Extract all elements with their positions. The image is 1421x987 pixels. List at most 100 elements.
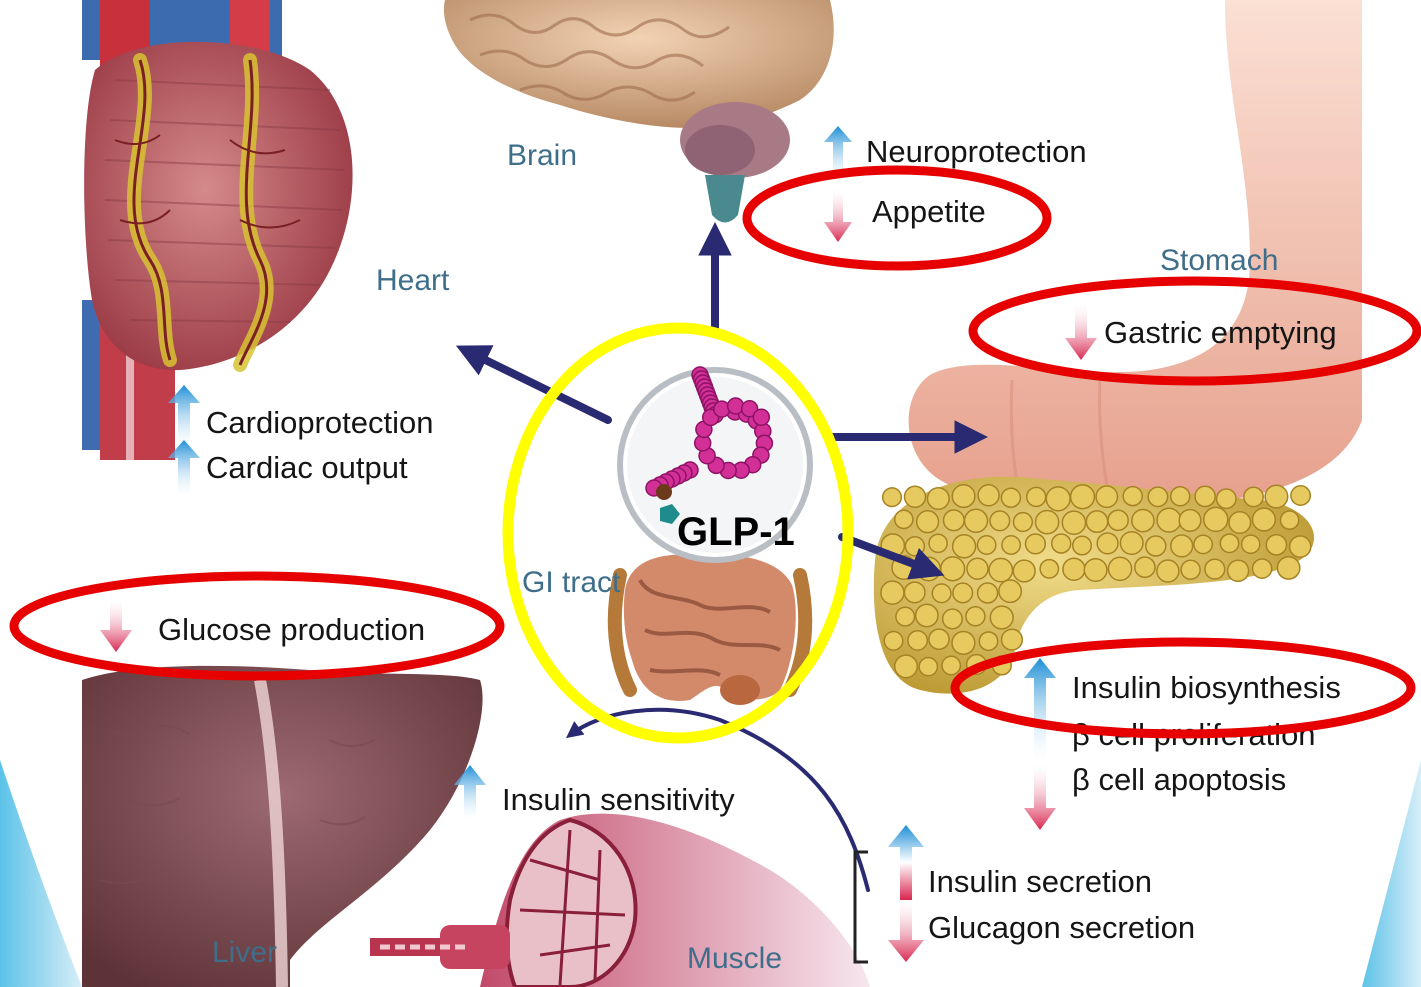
appetite-label: Appetite [872, 194, 986, 229]
appetite-down-arrow [824, 190, 852, 242]
glucagon-secretion-down-arrow [888, 900, 924, 962]
pancreas-lobule [1171, 535, 1193, 557]
pancreas-lobule [1157, 560, 1179, 582]
pancreas-lobule [966, 607, 985, 626]
pancreas-lobule [881, 581, 904, 604]
pancreas-lobule [1014, 513, 1033, 532]
glucose-production-down-arrow [100, 600, 132, 652]
muscle-illustration [370, 814, 870, 987]
glp1-label: GLP-1 [677, 510, 795, 554]
pancreas-lobule [904, 582, 925, 603]
pancreas-lobule [990, 606, 1013, 629]
pancreas-lobule [1265, 485, 1288, 508]
pancreas-lobule [1001, 488, 1020, 507]
peptide-bead [728, 398, 744, 414]
pancreas-lobule [952, 485, 975, 508]
pancreas-lobule [977, 536, 995, 554]
gastric-emptying-down-arrow [1065, 305, 1097, 360]
pancreas-lobule [1171, 487, 1190, 506]
liver-label: Liver [212, 936, 277, 969]
pancreas-lobule [1157, 508, 1181, 532]
pancreas-lobule [1148, 487, 1167, 506]
pancreas-lobule [1281, 511, 1299, 529]
pancreas-lobule [990, 511, 1010, 531]
pancreas-lobule [1071, 485, 1095, 509]
pancreas-lobule [1253, 508, 1276, 531]
pancreas-lobule [952, 632, 975, 655]
pancreas-lobule [1242, 535, 1260, 553]
pancreas-lobule [1205, 559, 1225, 579]
pancreas-lobule [953, 535, 976, 558]
pancreas-illustration [874, 477, 1314, 694]
cardioprotection-label: Cardioprotection [206, 405, 433, 440]
heart-illustration [82, 0, 353, 460]
peptide-bead [753, 409, 769, 425]
beta-cell-apoptosis-down-arrow [1024, 765, 1056, 830]
pancreas-lobule [1036, 510, 1059, 533]
insulin-sensitivity-label: Insulin sensitivity [502, 782, 735, 817]
pancreas-lobule [1135, 557, 1155, 577]
pancreas-lobule [1097, 533, 1118, 554]
insulin-secretion-up-arrow [888, 825, 924, 900]
pancreas-lobule [943, 609, 963, 629]
pancreas-lobule [1040, 560, 1058, 578]
pancreas-lobule [941, 557, 965, 581]
pancreas-lobule [965, 509, 988, 532]
pancreas-lobule [967, 558, 988, 579]
pancreas-lobule [908, 631, 927, 650]
pancreas-lobule [1002, 629, 1023, 650]
pancreas-lobule [1063, 558, 1085, 580]
pancreas-lobule [1181, 560, 1200, 579]
pancreas-lobule [1123, 487, 1142, 506]
pancreas-lobule [1096, 486, 1117, 507]
pancreas-lobule [1108, 557, 1131, 580]
pancreas-lobule [1026, 534, 1046, 554]
pancreas-lobule [1052, 534, 1071, 553]
pancreas-lobule [1194, 535, 1212, 553]
pancreas-lobule [895, 510, 913, 528]
pancreas-lobule [1229, 512, 1251, 534]
pancreas-lobule [929, 629, 949, 649]
pancreas-lobule [1179, 510, 1201, 532]
pancreas-lobule [1120, 532, 1143, 555]
pancreas-lobule [917, 511, 939, 533]
gastric-emptying-label: Gastric emptying [1104, 315, 1337, 350]
pancreas-lobule [919, 658, 937, 676]
glucagon-secretion-label: Glucagon secretion [928, 910, 1195, 945]
pancreas-lobule [1062, 511, 1085, 534]
pancreas-lobule [1291, 486, 1310, 505]
cardiac-output-label: Cardiac output [206, 450, 408, 485]
pancreas-lobule [978, 485, 999, 506]
glucose-production-label: Glucose production [158, 612, 425, 647]
pancreas-lobule [883, 488, 902, 507]
pancreas-lobule [999, 580, 1021, 602]
pancreas-lobule [979, 632, 997, 650]
pancreas-lobule [1290, 536, 1311, 557]
pancreas-lobule [942, 656, 960, 674]
pancreas-lobule [905, 486, 926, 507]
pancreas-lobule [895, 655, 918, 678]
pancreas-lobule [1046, 487, 1070, 511]
pancreas-lobule [928, 488, 950, 510]
pancreas-lobule [1220, 534, 1238, 552]
beta-cell-apoptosis-label: β cell apoptosis [1072, 762, 1286, 797]
gi-tract-illustration [615, 554, 805, 705]
pancreas-lobule [1204, 507, 1228, 531]
heart-label: Heart [376, 264, 450, 297]
pancreas-lobule [1027, 487, 1046, 506]
pancreas-lobule [978, 583, 998, 603]
pancreas-lobule [1266, 535, 1286, 555]
pancreas-lobule [1086, 511, 1107, 532]
insulin-biosynthesis-label: Insulin biosynthesis [1072, 670, 1341, 705]
pancreas-lobule [896, 607, 915, 626]
pancreas-lobule [929, 534, 947, 552]
pancreas-lobule [953, 583, 973, 603]
pancreas-lobule [884, 632, 903, 651]
molecule-brown-node [656, 484, 672, 500]
pancreas-lobule [1244, 487, 1263, 506]
pancreas-lobule [932, 584, 951, 603]
gi-tract-label: GI tract [522, 566, 621, 599]
pancreas-lobule [1217, 489, 1236, 508]
pancreas-lobule [944, 510, 965, 531]
